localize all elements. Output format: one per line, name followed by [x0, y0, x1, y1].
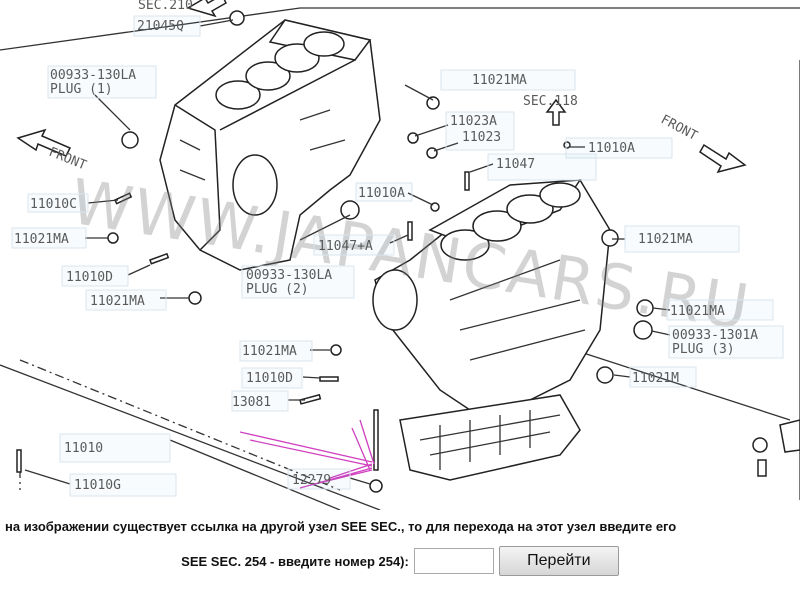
label-sec210[interactable]: SEC.210 — [138, 0, 193, 13]
label-11010d-left[interactable]: 11010D — [66, 270, 113, 285]
leader-lines — [24, 19, 671, 485]
label-plug1: PLUG (1) — [50, 82, 113, 97]
section-number-input[interactable] — [413, 548, 494, 574]
label-11047[interactable]: 11047 — [496, 157, 535, 172]
label-00933-130la-plug1[interactable]: 00933-130LA — [50, 68, 136, 83]
label-11010d-mid[interactable]: 11010D — [246, 371, 293, 386]
label-11021ma-right2[interactable]: 11021MA — [670, 304, 725, 319]
label-plug2: PLUG (2) — [246, 282, 309, 297]
go-button[interactable]: Перейти — [498, 546, 619, 576]
label-11010c[interactable]: 11010C — [30, 197, 77, 212]
label-11021ma-left2[interactable]: 11021MA — [90, 294, 145, 309]
label-11023a[interactable]: 11023A — [450, 114, 497, 129]
label-13081[interactable]: 13081 — [232, 395, 271, 410]
label-00933-1301a[interactable]: 00933-1301A — [672, 328, 758, 343]
label-11010a-right[interactable]: 11010A — [588, 141, 635, 156]
direction-arrows — [16, 0, 747, 174]
instruction-text: на изображении существует ссылка на друг… — [5, 519, 677, 534]
label-11021ma-right1[interactable]: 11021MA — [638, 232, 693, 247]
label-11010a-mid[interactable]: 11010A — [358, 186, 405, 201]
label-11023[interactable]: 11023 — [462, 130, 501, 145]
label-00933-130la-plug2[interactable]: 00933-130LA — [246, 268, 332, 283]
label-12279[interactable]: 12279 — [292, 473, 331, 488]
instruction-example-text: SEE SEC. 254 - введите номер 254): — [181, 553, 409, 569]
engine-block-drawing: WWW.JAPANCARS.RU SEC.210 21045Q 00933-13… — [0, 0, 800, 510]
fasteners — [16, 10, 571, 493]
label-11010[interactable]: 11010 — [64, 441, 103, 456]
section-input-row: SEE SEC. 254 - введите номер 254): Перей… — [0, 546, 800, 576]
label-11021m[interactable]: 11021M — [632, 371, 679, 386]
label-21045q[interactable]: 21045Q — [137, 19, 184, 34]
label-11021ma-top[interactable]: 11021MA — [472, 73, 527, 88]
parts-diagram: WWW.JAPANCARS.RU SEC.210 21045Q 00933-13… — [0, 0, 800, 510]
label-plug3: PLUG (3) — [672, 342, 735, 357]
label-11021ma-mid[interactable]: 11021MA — [242, 344, 297, 359]
label-11047a[interactable]: 11047+A — [318, 239, 373, 254]
section-navigation-form: на изображении существует ссылка на друг… — [0, 512, 800, 576]
right-engine-block — [372, 179, 800, 481]
label-sec118[interactable]: SEC.118 — [523, 94, 578, 109]
left-engine-block — [121, 19, 381, 271]
label-11010g[interactable]: 11010G — [74, 478, 121, 493]
label-11021ma-left[interactable]: 11021MA — [14, 232, 69, 247]
highlight-arrow — [239, 419, 375, 489]
